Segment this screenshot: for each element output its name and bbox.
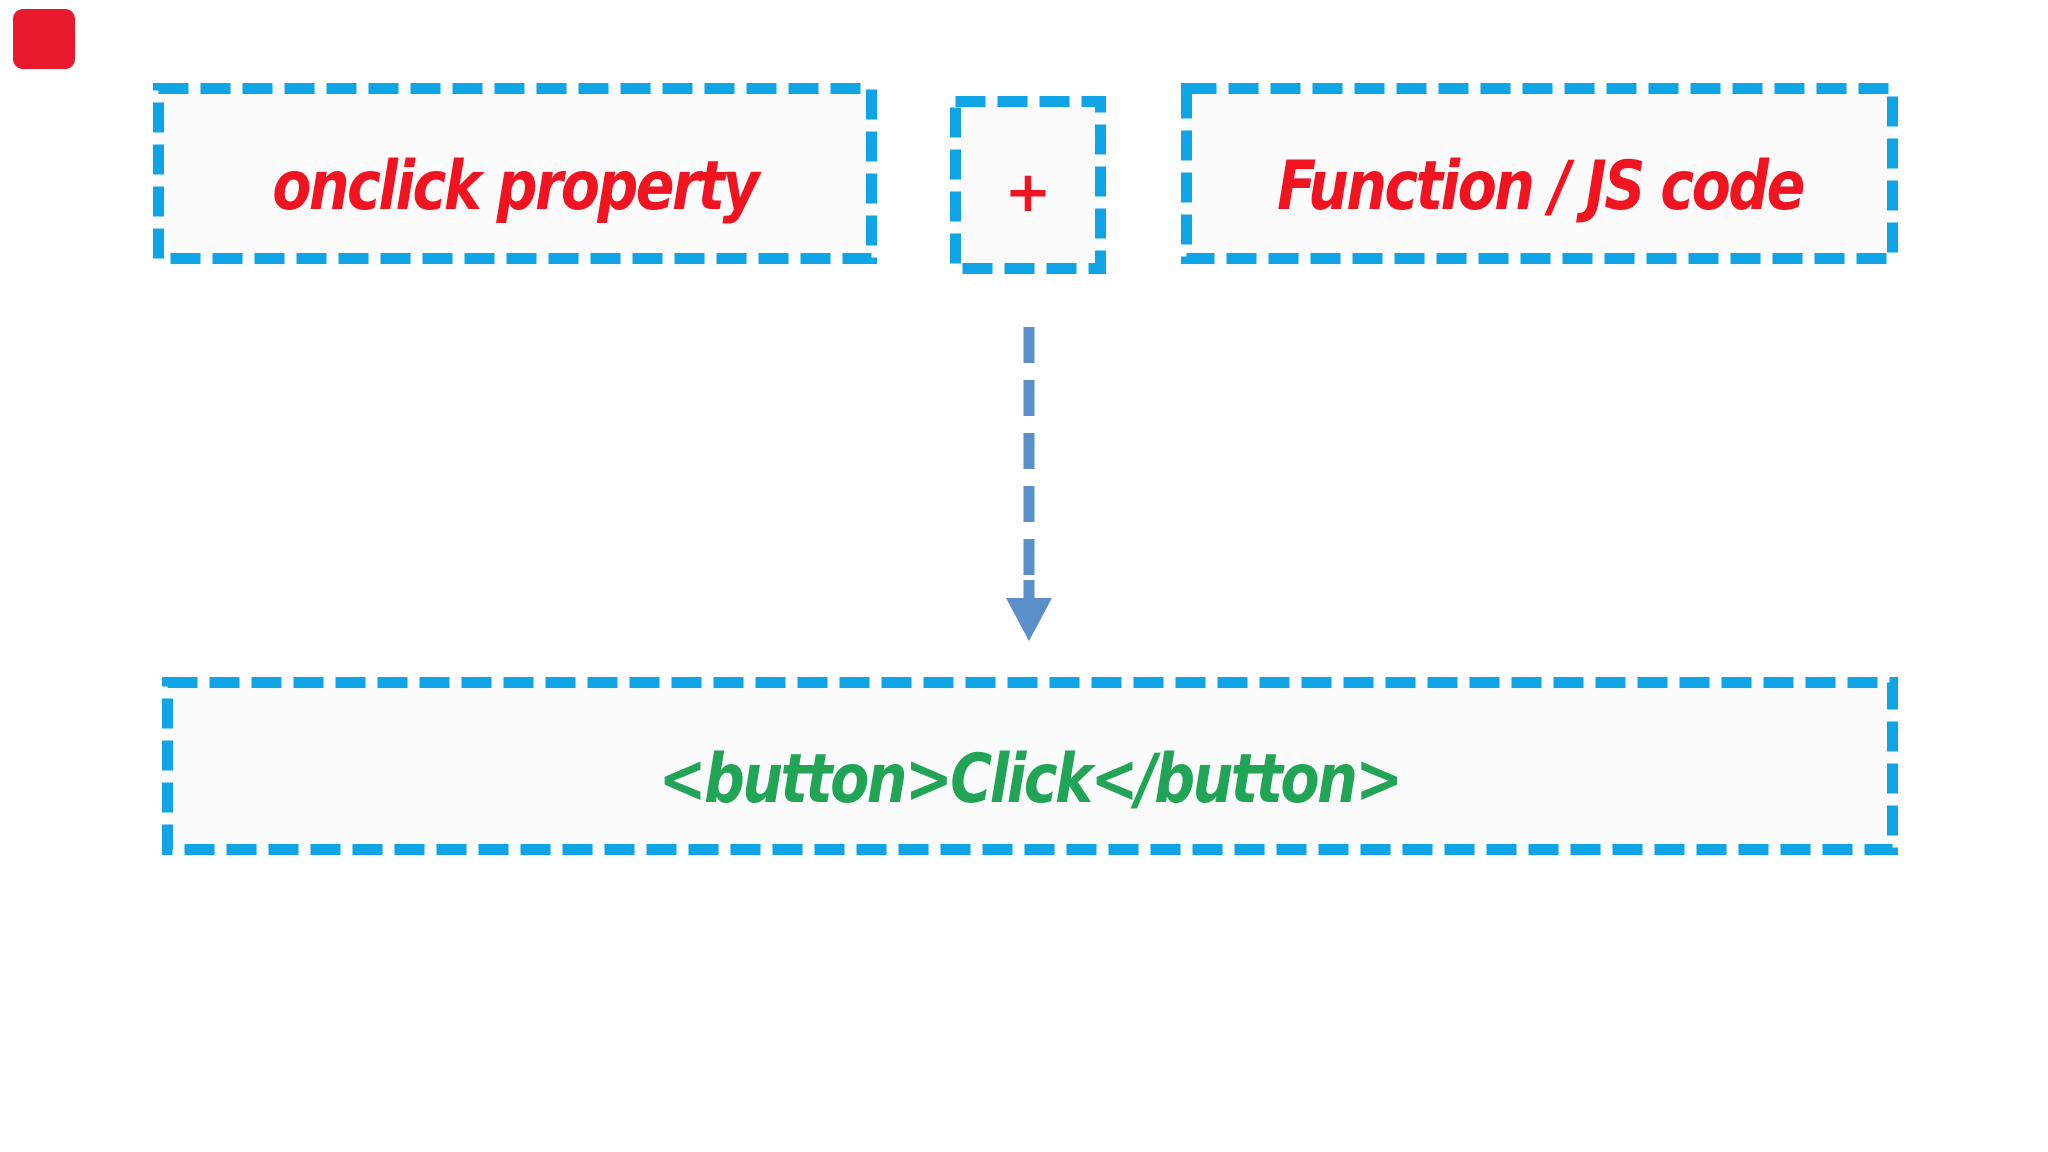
dashed-border (153, 83, 877, 264)
onclick-property-box: onclick property (153, 83, 877, 264)
button-code-text: <button>Click</button> (659, 739, 1403, 819)
plus-box: + (950, 96, 1106, 274)
function-js-code-box: Function / JS code (1181, 83, 1898, 264)
onclick-property-label: onclick property (153, 83, 877, 264)
function-js-code-label: Function / JS code (1181, 83, 1898, 264)
arrow-head (1006, 598, 1052, 641)
onclick-property-text: onclick property (272, 147, 761, 226)
plus-sign: + (950, 96, 1106, 274)
button-code-box: <button>Click</button> (162, 677, 1898, 855)
plus-text: + (1004, 159, 1052, 225)
dashed-border (162, 677, 1898, 855)
button-code-label: <button>Click</button> (162, 677, 1898, 855)
dashed-border (1181, 83, 1898, 264)
dashed-border (950, 96, 1106, 274)
arrow-stem (1023, 580, 1035, 602)
function-js-code-text: Function / JS code (1276, 147, 1805, 226)
down-arrow (1006, 327, 1052, 641)
red-corner-decoration (13, 9, 75, 69)
